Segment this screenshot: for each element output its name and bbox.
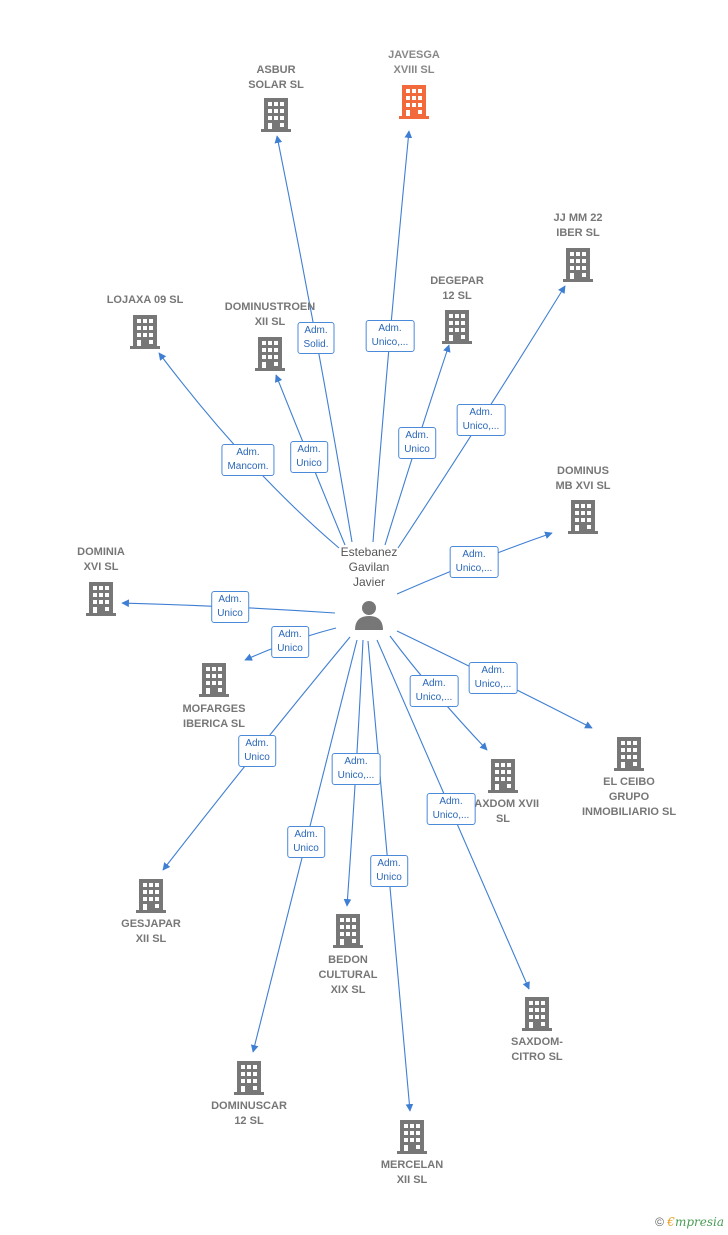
company-label-asbur[interactable]: ASBUR SOLAR SL bbox=[248, 64, 304, 91]
role-badge-dominustroen[interactable]: Adm. Unico bbox=[290, 441, 328, 473]
building-icon[interactable] bbox=[397, 1120, 427, 1154]
building-icon[interactable] bbox=[255, 337, 285, 371]
role-badge-javesga[interactable]: Adm. Unico,... bbox=[365, 320, 415, 352]
building-icon[interactable] bbox=[333, 914, 363, 948]
role-badge-saxdomxvii[interactable]: Adm. Unico,... bbox=[409, 675, 459, 707]
building-icon[interactable] bbox=[234, 1061, 264, 1095]
building-icon[interactable] bbox=[614, 737, 644, 771]
company-label-saxdomcitro[interactable]: SAXDOM- CITRO SL bbox=[511, 1036, 563, 1063]
building-icon[interactable] bbox=[199, 663, 229, 697]
company-label-mercelan[interactable]: MERCELAN XII SL bbox=[380, 1159, 444, 1186]
company-label-degepar[interactable]: DEGEPAR 12 SL bbox=[430, 275, 484, 302]
company-label-bedon[interactable]: BEDON CULTURAL XIX SL bbox=[318, 954, 378, 996]
company-label-mofarges[interactable]: MOFARGES IBERICA SL bbox=[182, 703, 246, 730]
building-icon[interactable] bbox=[399, 85, 429, 119]
building-icon[interactable] bbox=[136, 879, 166, 913]
role-badge-dominuscar[interactable]: Adm. Unico bbox=[287, 826, 325, 858]
role-badge-degepar[interactable]: Adm. Unico bbox=[398, 427, 436, 459]
company-label-lojaxa[interactable]: LOJAXA 09 SL bbox=[106, 294, 184, 306]
company-label-dominia[interactable]: DOMINIA XVI SL bbox=[77, 546, 125, 573]
role-badge-dominia[interactable]: Adm. Unico bbox=[211, 591, 249, 623]
role-badge-mercelan[interactable]: Adm. Unico bbox=[370, 855, 408, 887]
company-label-dominustroen[interactable]: DOMINUSTROEN XII SL bbox=[224, 301, 316, 328]
building-icon[interactable] bbox=[563, 248, 593, 282]
company-label-javesga[interactable]: JAVESGA XVIII SL bbox=[388, 49, 440, 76]
building-icon[interactable] bbox=[261, 98, 291, 132]
brand-logo: €mpresia bbox=[667, 1215, 724, 1229]
role-badge-lojaxa[interactable]: Adm. Mancom. bbox=[221, 444, 275, 476]
building-icon[interactable] bbox=[568, 500, 598, 534]
copyright-symbol: © bbox=[655, 1215, 664, 1229]
building-icon[interactable] bbox=[130, 315, 160, 349]
role-badge-elceibo[interactable]: Adm. Unico,... bbox=[468, 662, 518, 694]
building-icon[interactable] bbox=[522, 997, 552, 1031]
role-badge-gesjapar[interactable]: Adm. Unico bbox=[238, 735, 276, 767]
company-label-elceibo[interactable]: EL CEIBO GRUPO INMOBILIARIO SL bbox=[581, 776, 677, 818]
building-icon[interactable] bbox=[488, 759, 518, 793]
person-name[interactable]: Estebanez Gavilan Javier bbox=[340, 545, 398, 589]
company-label-saxdomxvii[interactable]: SAXDOM XVII SL bbox=[466, 798, 540, 825]
watermark: © €mpresia bbox=[655, 1215, 724, 1229]
role-badge-mofarges[interactable]: Adm. Unico bbox=[271, 626, 309, 658]
company-label-jjmm[interactable]: JJ MM 22 IBER SL bbox=[553, 212, 603, 239]
person-icon[interactable] bbox=[355, 601, 383, 630]
company-label-gesjapar[interactable]: GESJAPAR XII SL bbox=[121, 918, 181, 945]
company-label-dominuscar[interactable]: DOMINUSCAR 12 SL bbox=[211, 1100, 287, 1127]
company-label-dominusmb[interactable]: DOMINUS MB XVI SL bbox=[555, 465, 611, 492]
role-badge-asbur[interactable]: Adm. Solid. bbox=[297, 322, 335, 354]
building-icon[interactable] bbox=[86, 582, 116, 616]
role-badge-dominusmb[interactable]: Adm. Unico,... bbox=[449, 546, 499, 578]
nodes-layer bbox=[86, 85, 644, 1154]
building-icon[interactable] bbox=[442, 310, 472, 344]
role-badge-saxdomcitro[interactable]: Adm. Unico,... bbox=[426, 793, 476, 825]
role-badge-bedon[interactable]: Adm. Unico,... bbox=[331, 753, 381, 785]
role-badge-jjmm[interactable]: Adm. Unico,... bbox=[456, 404, 506, 436]
